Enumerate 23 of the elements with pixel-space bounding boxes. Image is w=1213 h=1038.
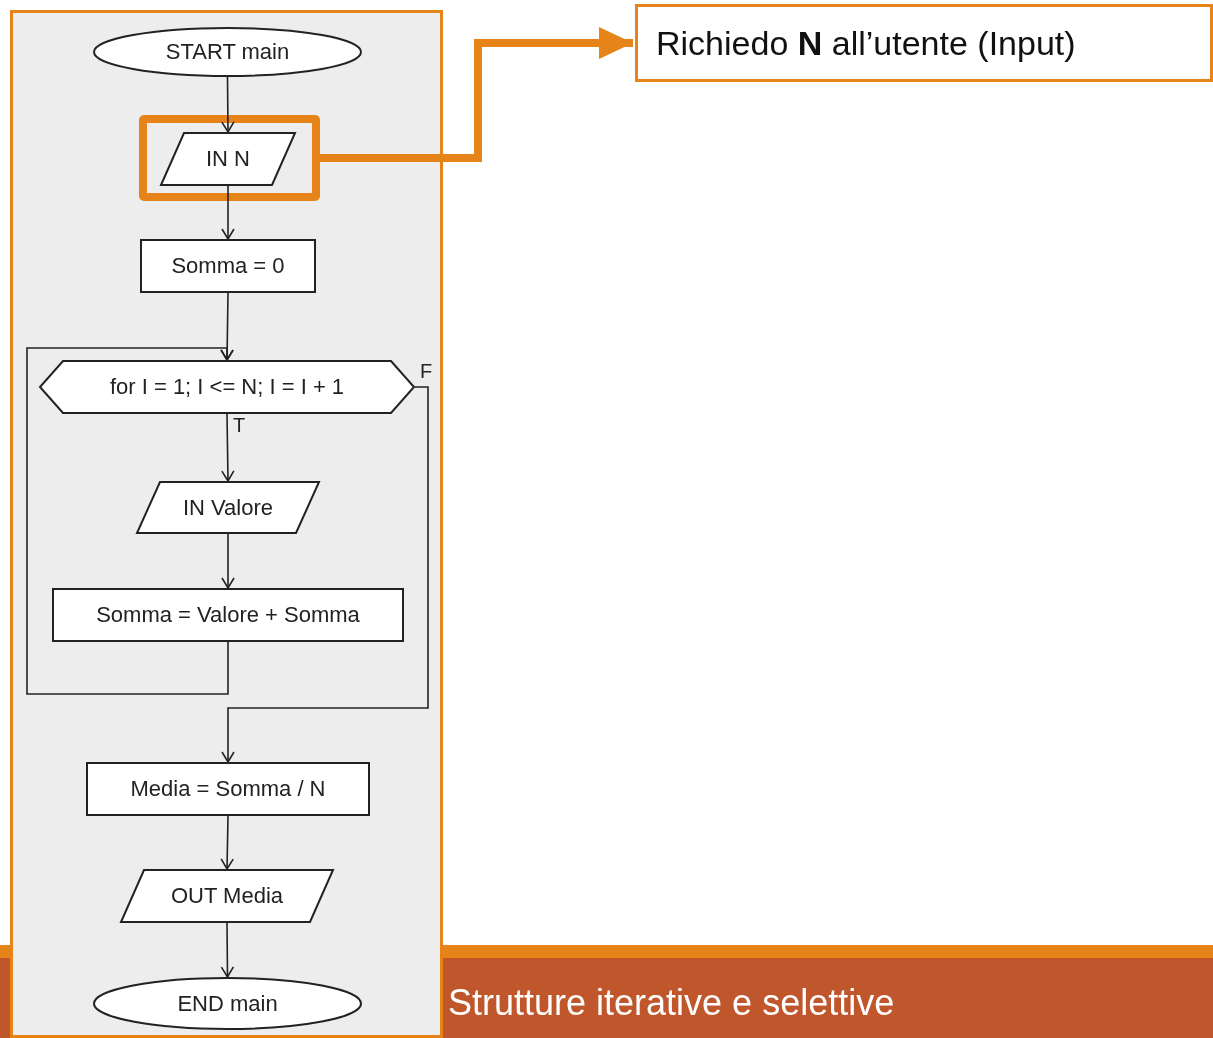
flow-arrow xyxy=(221,386,429,763)
flow-arrow xyxy=(220,922,235,978)
flowchart-panel xyxy=(10,10,443,1038)
flow-arrow xyxy=(221,533,235,589)
flow-arrow xyxy=(221,185,235,240)
node-text: IN N xyxy=(206,146,250,172)
footer-title: Strutture iterative e selettive xyxy=(448,982,895,1025)
highlight-frame xyxy=(139,115,320,201)
flow-arrow xyxy=(220,815,234,870)
node-text: END main xyxy=(177,990,278,1017)
flow-arrow xyxy=(221,76,235,133)
node-text: START main xyxy=(165,39,290,65)
flow-arrow xyxy=(26,347,234,695)
callout-box xyxy=(635,4,1213,82)
node-text: Somma = Valore + Somma xyxy=(96,602,360,628)
callout-arrow xyxy=(320,27,633,162)
node-text: Media = Somma / N xyxy=(130,776,326,802)
node-text: IN Valore xyxy=(182,494,274,521)
node-text: Somma = 0 xyxy=(171,253,285,279)
node-text: for I = 1; I <= N; I = I + 1 xyxy=(109,374,345,400)
flow-arrow xyxy=(221,413,235,482)
callout-text: Richiedo N all’utente (Input) xyxy=(656,23,1076,63)
node-text: OUT Media xyxy=(170,883,284,909)
